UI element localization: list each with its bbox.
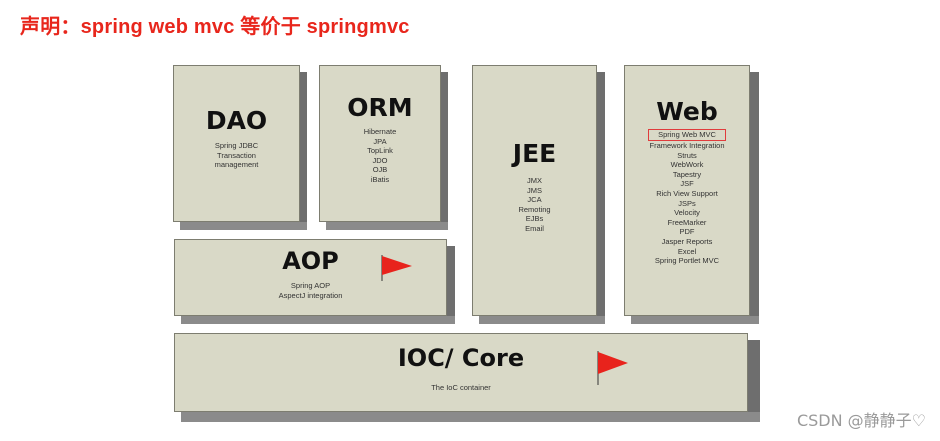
orm-item: iBatis <box>370 174 390 184</box>
aop-title: AOP <box>282 247 339 275</box>
red-flag-icon <box>597 351 628 385</box>
jee-item: JMX <box>527 176 542 185</box>
web-item: JSF <box>680 179 694 189</box>
jee-items: JMX JMS JCA Remoting EJBs Email <box>473 176 596 234</box>
web-item: Struts <box>677 150 697 160</box>
dao-items: Spring JDBC Transaction management <box>174 141 299 170</box>
orm-item: OJB <box>372 165 388 175</box>
orm-item: TopLink <box>367 146 393 156</box>
core-title: IOC/ Core <box>397 344 525 372</box>
web-item: FreeMarker <box>667 217 707 227</box>
orm-item: JDO <box>372 155 388 165</box>
web-item: JSPs <box>678 198 696 208</box>
page-heading: 声明：spring web mvc 等价于 springmvc <box>20 16 410 38</box>
web-item: Spring Portlet MVC <box>654 256 720 266</box>
orm-items: Hibernate JPA TopLink JDO OJB iBatis <box>320 127 440 185</box>
orm-title: ORM <box>347 93 413 122</box>
web-item: Jasper Reports <box>661 236 713 246</box>
jee-item: EJBs <box>525 214 544 224</box>
dao-item: management <box>214 160 259 170</box>
jee-item: Remoting <box>518 204 551 214</box>
web-item: Framework Integration <box>649 141 725 150</box>
web-title: Web <box>656 97 718 126</box>
jee-title: JEE <box>512 139 557 168</box>
core-items: The IoC container <box>175 383 747 393</box>
aop-item: AspectJ integration <box>278 290 343 300</box>
dao-item: Spring JDBC <box>214 141 259 150</box>
web-item: Excel <box>677 246 697 256</box>
aop-item: Spring AOP <box>290 281 331 290</box>
web-items: Spring Web MVC Framework Integration Str… <box>625 129 749 266</box>
orm-item: JPA <box>373 136 387 146</box>
web-item: PDF <box>679 227 695 237</box>
web-item: WebWork <box>670 160 704 170</box>
web-item-highlighted: Spring Web MVC <box>648 129 726 141</box>
core-item: The IoC container <box>431 383 491 392</box>
jee-item: JMS <box>527 185 542 195</box>
dao-item: Transaction <box>217 150 256 160</box>
red-flag-icon <box>381 255 412 281</box>
web-item: Tapestry <box>672 169 702 179</box>
jee-item: Email <box>525 223 544 233</box>
dao-title: DAO <box>205 106 268 135</box>
watermark: CSDN @静静子♡ <box>796 411 926 430</box>
orm-item: Hibernate <box>363 127 397 136</box>
aop-items: Spring AOP AspectJ integration <box>175 281 446 300</box>
web-item: Rich View Support <box>656 188 718 198</box>
web-item: Velocity <box>674 208 700 218</box>
jee-item: JCA <box>527 195 542 205</box>
